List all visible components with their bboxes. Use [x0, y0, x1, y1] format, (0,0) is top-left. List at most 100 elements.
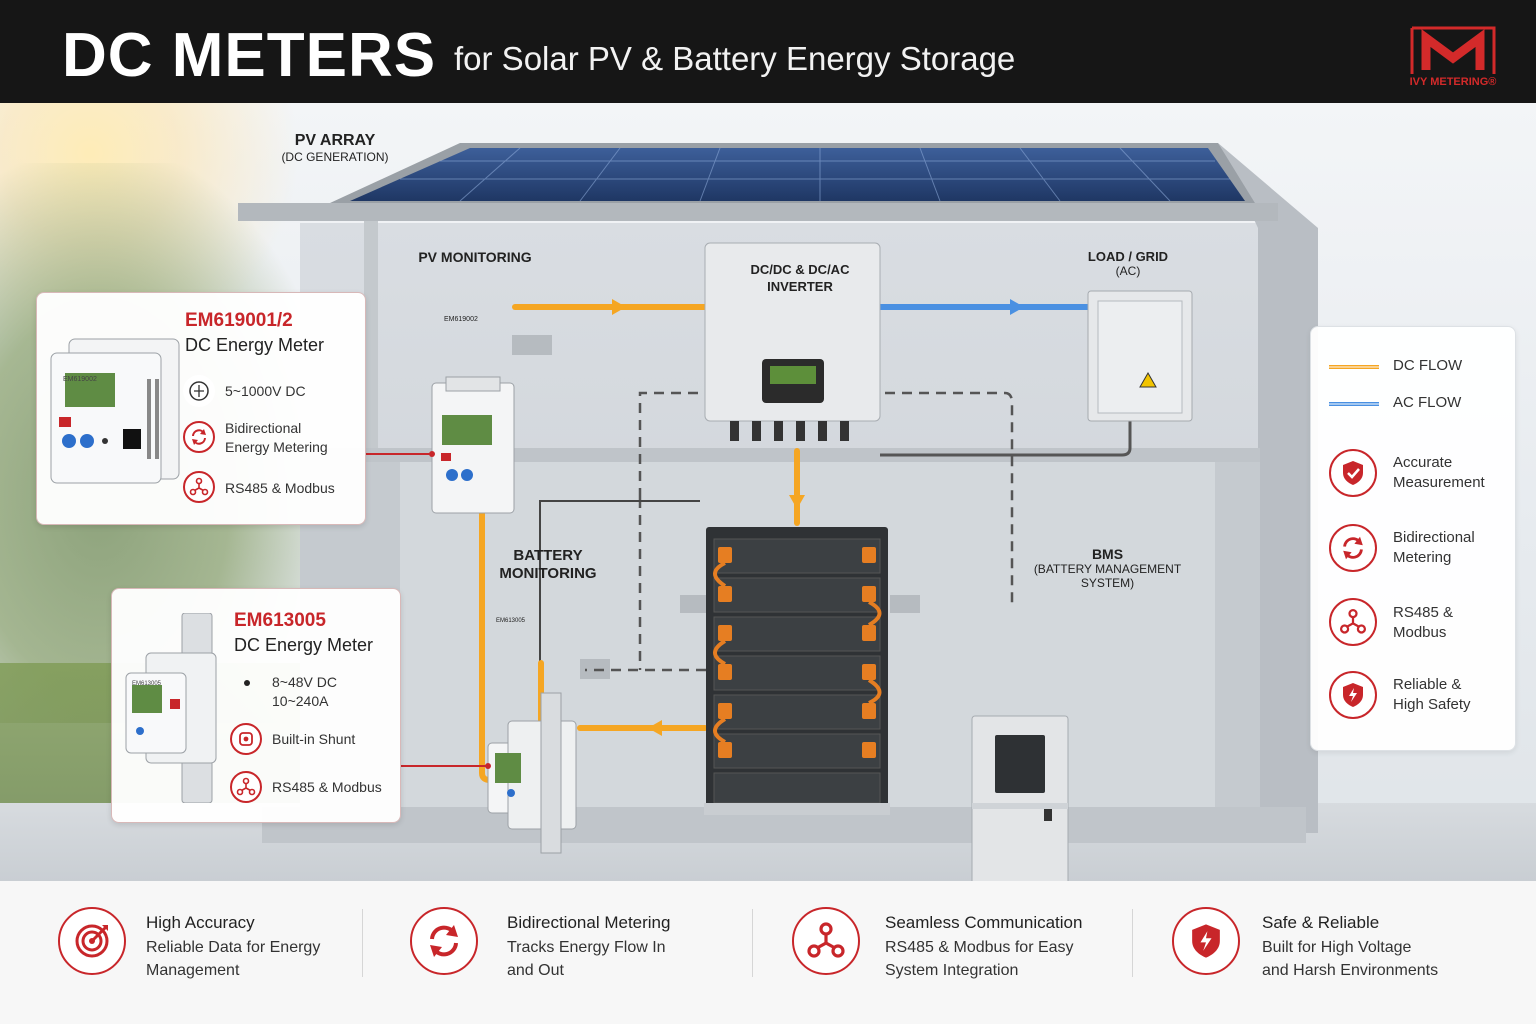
battery-terminal: [718, 586, 732, 602]
ac-arrow: [1010, 299, 1024, 315]
ground-wire: [539, 500, 700, 703]
legend-item-bidirectional: Bidirectional Metering: [1393, 529, 1475, 566]
target-icon: [58, 907, 126, 975]
ac-flow-label: AC FLOW: [1393, 394, 1462, 411]
battery-cable: [713, 561, 727, 588]
network-icon: [230, 771, 262, 803]
battery-terminal: [718, 742, 732, 758]
logo-text: IVY METERING®: [1409, 76, 1497, 88]
house-illustration: [238, 143, 1318, 881]
ivy-metering-logo: [1410, 26, 1496, 74]
pv-meter: [431, 382, 515, 514]
control-line-right: [885, 391, 1014, 608]
dc-arrow-2: [789, 495, 805, 509]
pv-meter-screen: [442, 415, 492, 445]
ac-flow-swatch: [1329, 402, 1379, 406]
feature-desc-communication: RS485 & Modbus for Easy System Integrati…: [885, 939, 1074, 979]
battery-meter-shunt: [540, 692, 562, 854]
battery-cable: [713, 639, 727, 666]
inverter-connector: [840, 421, 849, 441]
battery-module: [713, 694, 881, 730]
battery-terminal: [862, 664, 876, 680]
meter-product-image: [125, 613, 217, 803]
meter-card-em613005: EM613005 DC Energy Meter EM613005 8~48V …: [111, 588, 401, 823]
load-grid-label: LOAD / GRID (AC): [1087, 249, 1169, 278]
network-icon: [183, 471, 215, 503]
inverter-box: [704, 242, 881, 422]
dc-arrow-3: [648, 720, 662, 736]
inverter-connector: [818, 421, 827, 441]
inverter-connector: [774, 421, 783, 441]
card-meter-type: DC Energy Meter: [234, 635, 374, 655]
battery-module: [713, 577, 881, 613]
voltage-dot-icon: [244, 680, 250, 686]
grid-panel-door: [1097, 300, 1183, 414]
dc-arrow-1: [612, 299, 626, 315]
battery-base: [704, 803, 890, 815]
battery-terminal: [862, 547, 876, 563]
solar-panels: [350, 148, 1245, 201]
bidirectional-icon: [1329, 524, 1377, 572]
bms-handle: [1044, 803, 1052, 821]
inverter-connector: [796, 421, 805, 441]
meter-card-em619001: EM619001/2 DC Energy Meter EM619002 5~10…: [36, 292, 366, 525]
battery-meter-screen-text: EM613005: [496, 618, 526, 624]
bms-base: [972, 803, 1068, 809]
meter-product-image: [50, 338, 180, 484]
battery-cable: [867, 600, 882, 627]
din-rail-battery-r: [890, 595, 920, 613]
battery-meter-led: [507, 789, 515, 797]
feature-voltage: 5~1000V DC: [225, 383, 306, 399]
din-rail-battery-l: [680, 595, 710, 613]
battery-cable: [713, 717, 727, 744]
battery-module: [713, 772, 881, 804]
feature-desc-safety: Built for High Voltage and Harsh Environ…: [1262, 939, 1439, 979]
feature-shunt: Built-in Shunt: [272, 731, 356, 747]
pv-monitoring-label: PV MONITORING: [418, 249, 532, 265]
control-line-left: [638, 391, 705, 498]
feature-communication: RS485 & Modbus: [225, 480, 335, 496]
battery-terminal: [862, 703, 876, 719]
battery-terminal: [862, 586, 876, 602]
feature-divider: [1132, 909, 1133, 977]
shunt-icon: [230, 723, 262, 755]
header-bar: DC METERS for Solar PV & Battery Energy …: [0, 0, 1536, 103]
legend-panel: DC FLOW AC FLOW Accurate Measurement Bid…: [1310, 326, 1516, 751]
inverter-label: DC/DC & DC/AC INVERTER: [750, 262, 850, 294]
din-rail-top: [512, 335, 552, 355]
system-diagram: PV ARRAY (DC GENERATION) PV MONITORING D…: [0, 103, 1536, 881]
shield-bolt-icon: [1329, 671, 1377, 719]
battery-terminal: [718, 703, 732, 719]
bms-label: BMS (BATTERY MANAGEMENT SYSTEM): [1033, 546, 1182, 590]
callout-dot-bottom: [485, 763, 491, 769]
pv-meter-top-clip: [445, 376, 501, 392]
feature-divider: [362, 909, 363, 977]
ac-conduit: [880, 421, 1132, 457]
warning-icon: [1139, 371, 1157, 388]
inverter-connector: [730, 421, 739, 441]
bidirectional-icon: [183, 421, 215, 453]
card-device-label: EM613005: [132, 681, 162, 687]
pv-array-label: PV ARRAY (DC GENERATION): [281, 132, 389, 164]
callout-dot-top: [429, 451, 435, 457]
card-device-label: EM619002: [63, 376, 97, 383]
downpipe: [364, 221, 378, 491]
roof-gable: [1218, 143, 1318, 833]
legend-item-safety: Reliable & High Safety: [1393, 676, 1471, 713]
battery-module: [713, 655, 881, 691]
pv-meter-screen-text: EM619002: [444, 316, 478, 323]
battery-cable: [867, 678, 882, 705]
dc-flow-swatch: [1329, 365, 1379, 369]
bidirectional-icon: [410, 907, 478, 975]
feature-title-communication: Seamless Communication: [885, 913, 1083, 932]
battery-modules: [713, 538, 881, 804]
pv-meter-button: [446, 469, 458, 481]
bms-screen: [995, 735, 1045, 793]
feature-voltage-current: 8~48V DC 10~240A: [272, 674, 337, 709]
card-model-number: EM613005: [234, 610, 326, 631]
feature-bidirectional: Bidirectional Energy Metering: [225, 420, 328, 455]
pv-meter-logo: [441, 453, 451, 461]
battery-meter-screen: [495, 753, 521, 783]
feature-divider: [752, 909, 753, 977]
battery-module: [713, 538, 881, 574]
